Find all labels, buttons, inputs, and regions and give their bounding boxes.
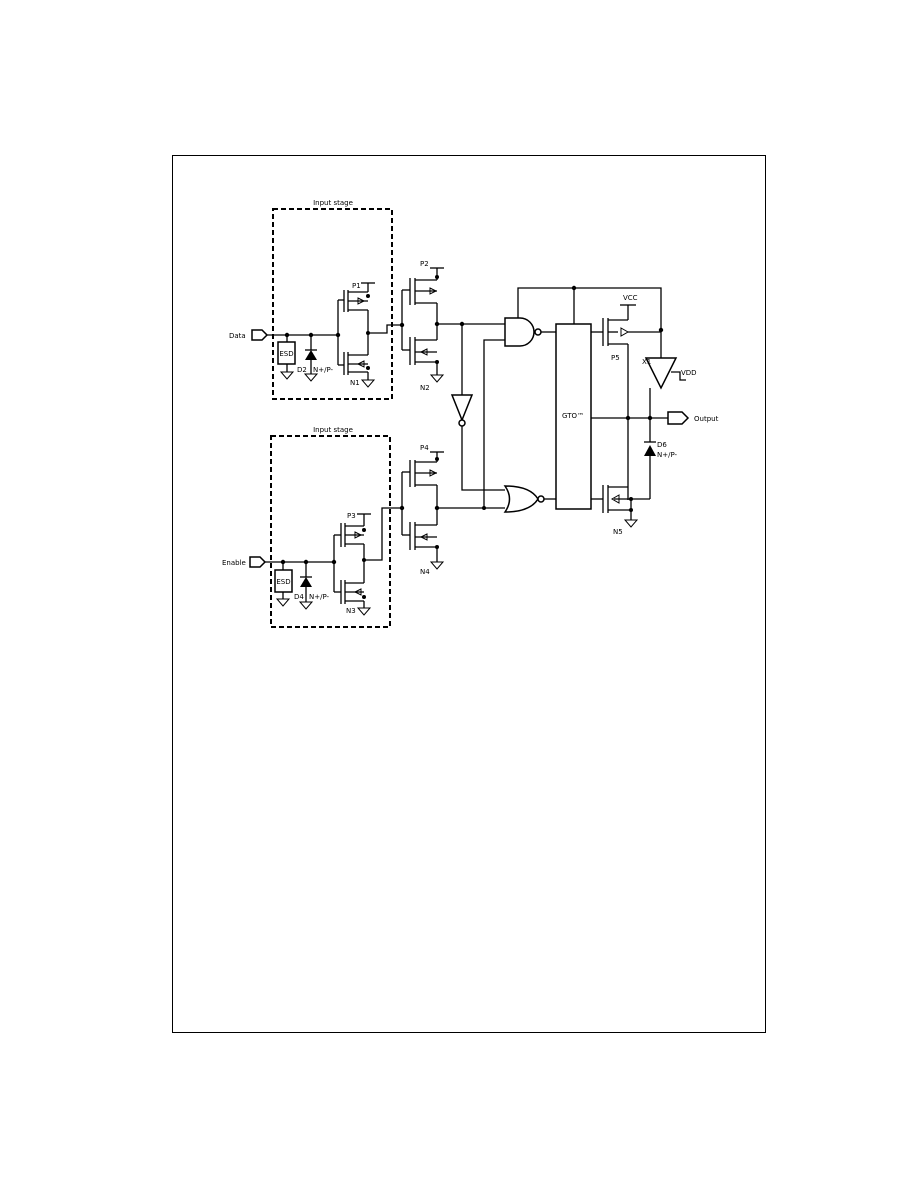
stage-label-top: Input stage	[313, 199, 353, 207]
ground-icon	[279, 371, 295, 380]
ground-icon	[623, 519, 639, 528]
ground-icon	[298, 601, 314, 610]
d6-label: D6	[657, 441, 667, 449]
figure-frame	[172, 155, 766, 1033]
vdd-label: VDD	[681, 369, 697, 377]
nand-gate	[504, 317, 535, 347]
ground-icon	[356, 607, 372, 616]
junction-label-d6: N+/P-	[657, 451, 678, 459]
junction-label-bottom: N+/P-	[309, 593, 330, 601]
esd-label-top: ESD	[279, 350, 293, 358]
n4-label: N4	[420, 568, 430, 576]
inverter-gate	[450, 394, 474, 423]
diode-d4	[300, 577, 312, 587]
nor-gate	[503, 485, 539, 513]
d2-label: D2	[297, 366, 307, 374]
output-port	[667, 411, 690, 425]
enable-input-port	[249, 556, 267, 568]
ground-icon	[303, 373, 319, 382]
diode-d6	[644, 445, 656, 456]
n5-label: N5	[613, 528, 623, 536]
diode-d2	[305, 350, 317, 360]
p4-label: P4	[420, 444, 429, 452]
stage-label-bottom: Input stage	[313, 426, 353, 434]
x1-label: X1	[642, 358, 651, 366]
p3-label: P3	[347, 512, 356, 520]
gto-block	[555, 323, 592, 510]
p5-label: P5	[611, 354, 620, 362]
vcc-label: VCC	[623, 294, 638, 302]
esd-label-bottom: ESD	[276, 578, 290, 586]
p2-label: P2	[420, 260, 429, 268]
d4-label: D4	[294, 593, 304, 601]
junction-label-top: N+/P-	[313, 366, 334, 374]
ground-icon	[275, 598, 291, 607]
gto-label: GTO™	[562, 412, 584, 420]
n3-label: N3	[346, 607, 356, 615]
buffer-x1	[644, 357, 678, 390]
input-stage-box-top	[272, 208, 393, 400]
n1-label: N1	[350, 379, 360, 387]
data-input-port	[251, 329, 269, 341]
input-stage-box-bottom	[270, 435, 391, 628]
enable-label: Enable	[222, 559, 246, 567]
p1-label: P1	[352, 282, 361, 290]
ground-icon	[360, 379, 376, 388]
ground-icon	[429, 374, 445, 383]
ground-icon	[429, 561, 445, 570]
n2-label: N2	[420, 384, 430, 392]
output-label: Output	[694, 415, 719, 423]
data-label: Data	[229, 332, 246, 340]
